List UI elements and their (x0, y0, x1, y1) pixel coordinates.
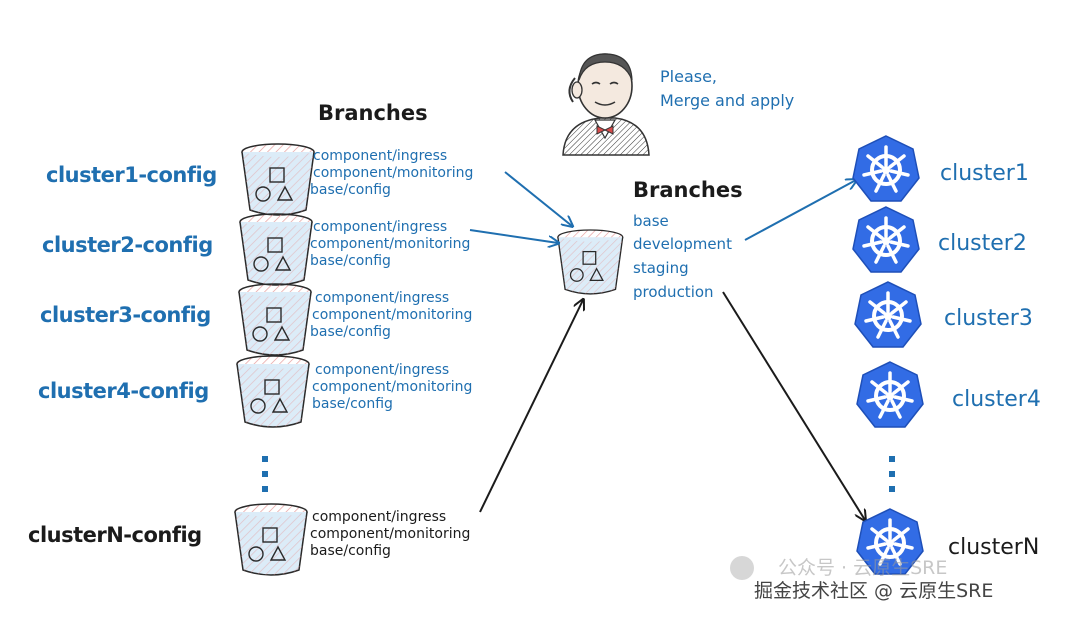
central-branch-label: development (633, 235, 732, 253)
config-repo: cluster4-config component/ingress compon… (38, 355, 472, 428)
kubernetes-icon (853, 280, 923, 349)
central-branch-label: base (633, 212, 669, 230)
repo-branch-label: component/ingress (315, 290, 449, 306)
config-repo-label: cluster1-config (46, 163, 217, 187)
central-repo: base development staging production (557, 212, 732, 301)
jenkins-message-line-2: Merge and apply (660, 91, 794, 110)
merge-arrow (469, 229, 558, 243)
cluster: cluster1 (851, 134, 1029, 203)
merge-arrow (504, 171, 572, 226)
config-repo-label: clusterN-config (28, 523, 202, 547)
repo-bucket-icon (238, 283, 312, 356)
repo-branch-label: component/monitoring (312, 379, 472, 395)
repo-branch-label: base/config (310, 182, 391, 198)
config-repo-label: cluster3-config (40, 303, 211, 327)
repo-branch-label: component/monitoring (312, 307, 472, 323)
cluster: cluster2 (851, 205, 1027, 274)
repo-branch-label: base/config (310, 543, 391, 559)
config-repo: cluster2-config component/ingress compon… (42, 213, 470, 286)
left-branches-header: Branches (318, 101, 428, 125)
cluster-label: cluster1 (940, 161, 1029, 186)
merge-arrow (479, 300, 583, 513)
kubernetes-icon (851, 134, 921, 203)
deploy-arrow (722, 291, 865, 520)
cluster-label: cluster4 (952, 387, 1041, 412)
repo-branch-label: component/ingress (315, 362, 449, 378)
config-repo: cluster3-config component/ingress compon… (40, 283, 472, 356)
watermark-text: 掘金技术社区 @ 云原生SRE (754, 580, 993, 602)
watermark-faded-text: 公众号 · 云原生SRE (778, 557, 947, 579)
cluster-label: cluster2 (938, 231, 1027, 256)
more-repos-ellipsis (262, 456, 268, 492)
cluster: cluster3 (853, 280, 1033, 349)
repo-branch-label: component/ingress (313, 219, 447, 235)
more-clusters-ellipsis (889, 456, 895, 492)
repo-branch-label: component/monitoring (310, 526, 470, 542)
deploy-arrow (744, 180, 856, 241)
config-repo: cluster1-config component/ingress compon… (46, 143, 473, 216)
cluster: cluster4 (855, 360, 1041, 429)
center-branches-header: Branches (633, 178, 743, 202)
central-repo-bucket-icon (557, 229, 624, 295)
repo-bucket-icon (241, 143, 315, 216)
jenkins-icon (562, 53, 650, 156)
wechat-icon (730, 556, 754, 580)
repo-branch-label: component/monitoring (313, 165, 473, 181)
config-repo-label: cluster4-config (38, 379, 209, 403)
repo-branch-label: component/monitoring (310, 236, 470, 252)
cluster-label: clusterN (948, 535, 1039, 560)
repo-branch-label: component/ingress (313, 148, 447, 164)
watermark: 公众号 · 云原生SRE 掘金技术社区 @ 云原生SRE (730, 556, 993, 602)
kubernetes-icon (851, 205, 921, 274)
config-repo-label: cluster2-config (42, 233, 213, 257)
repo-branch-label: base/config (310, 324, 391, 340)
central-branch-label: production (633, 283, 714, 301)
repo-branch-label: base/config (312, 396, 393, 412)
kubernetes-icon (855, 360, 925, 429)
repo-bucket-icon (234, 503, 308, 576)
config-repo: clusterN-config component/ingress compon… (28, 503, 470, 576)
repo-bucket-icon (236, 355, 310, 428)
cluster: clusterN (855, 507, 1039, 576)
central-branch-label: staging (633, 259, 689, 277)
jenkins-message-line-1: Please, (660, 67, 717, 86)
cluster-label: cluster3 (944, 306, 1033, 331)
repo-bucket-icon (239, 213, 313, 286)
repo-branch-label: component/ingress (312, 509, 446, 525)
repo-branch-label: base/config (310, 253, 391, 269)
